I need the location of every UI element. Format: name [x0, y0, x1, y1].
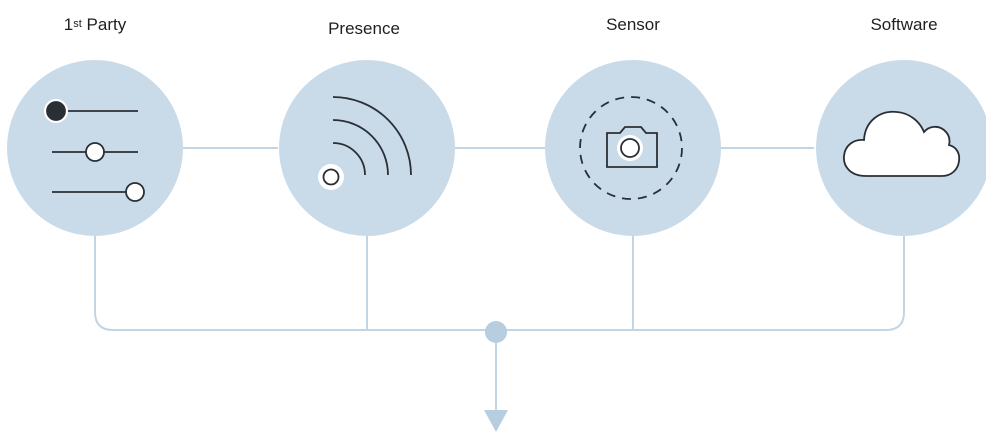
node-circle — [279, 60, 455, 236]
sliders-icon — [44, 99, 145, 202]
junction-dot — [485, 321, 507, 343]
label-first-party-text: Party — [81, 15, 127, 34]
label-first-party-num: 1 — [63, 15, 74, 34]
label-first-party: 1st Party — [64, 14, 126, 36]
wifi-signal-icon — [318, 96, 412, 190]
down-arrow-icon — [484, 410, 508, 432]
label-software: Software — [870, 15, 938, 34]
label-presence: Presence — [328, 19, 400, 38]
cloud-icon — [843, 110, 961, 177]
node-sensor — [545, 60, 721, 236]
node-first-party — [7, 60, 183, 236]
connector-lines — [94, 147, 905, 410]
camera-icon — [579, 96, 683, 200]
node-software — [816, 60, 986, 236]
label-sensor: Sensor — [606, 15, 660, 34]
label-first-party-sup: st — [73, 18, 82, 30]
node-presence — [279, 60, 455, 236]
